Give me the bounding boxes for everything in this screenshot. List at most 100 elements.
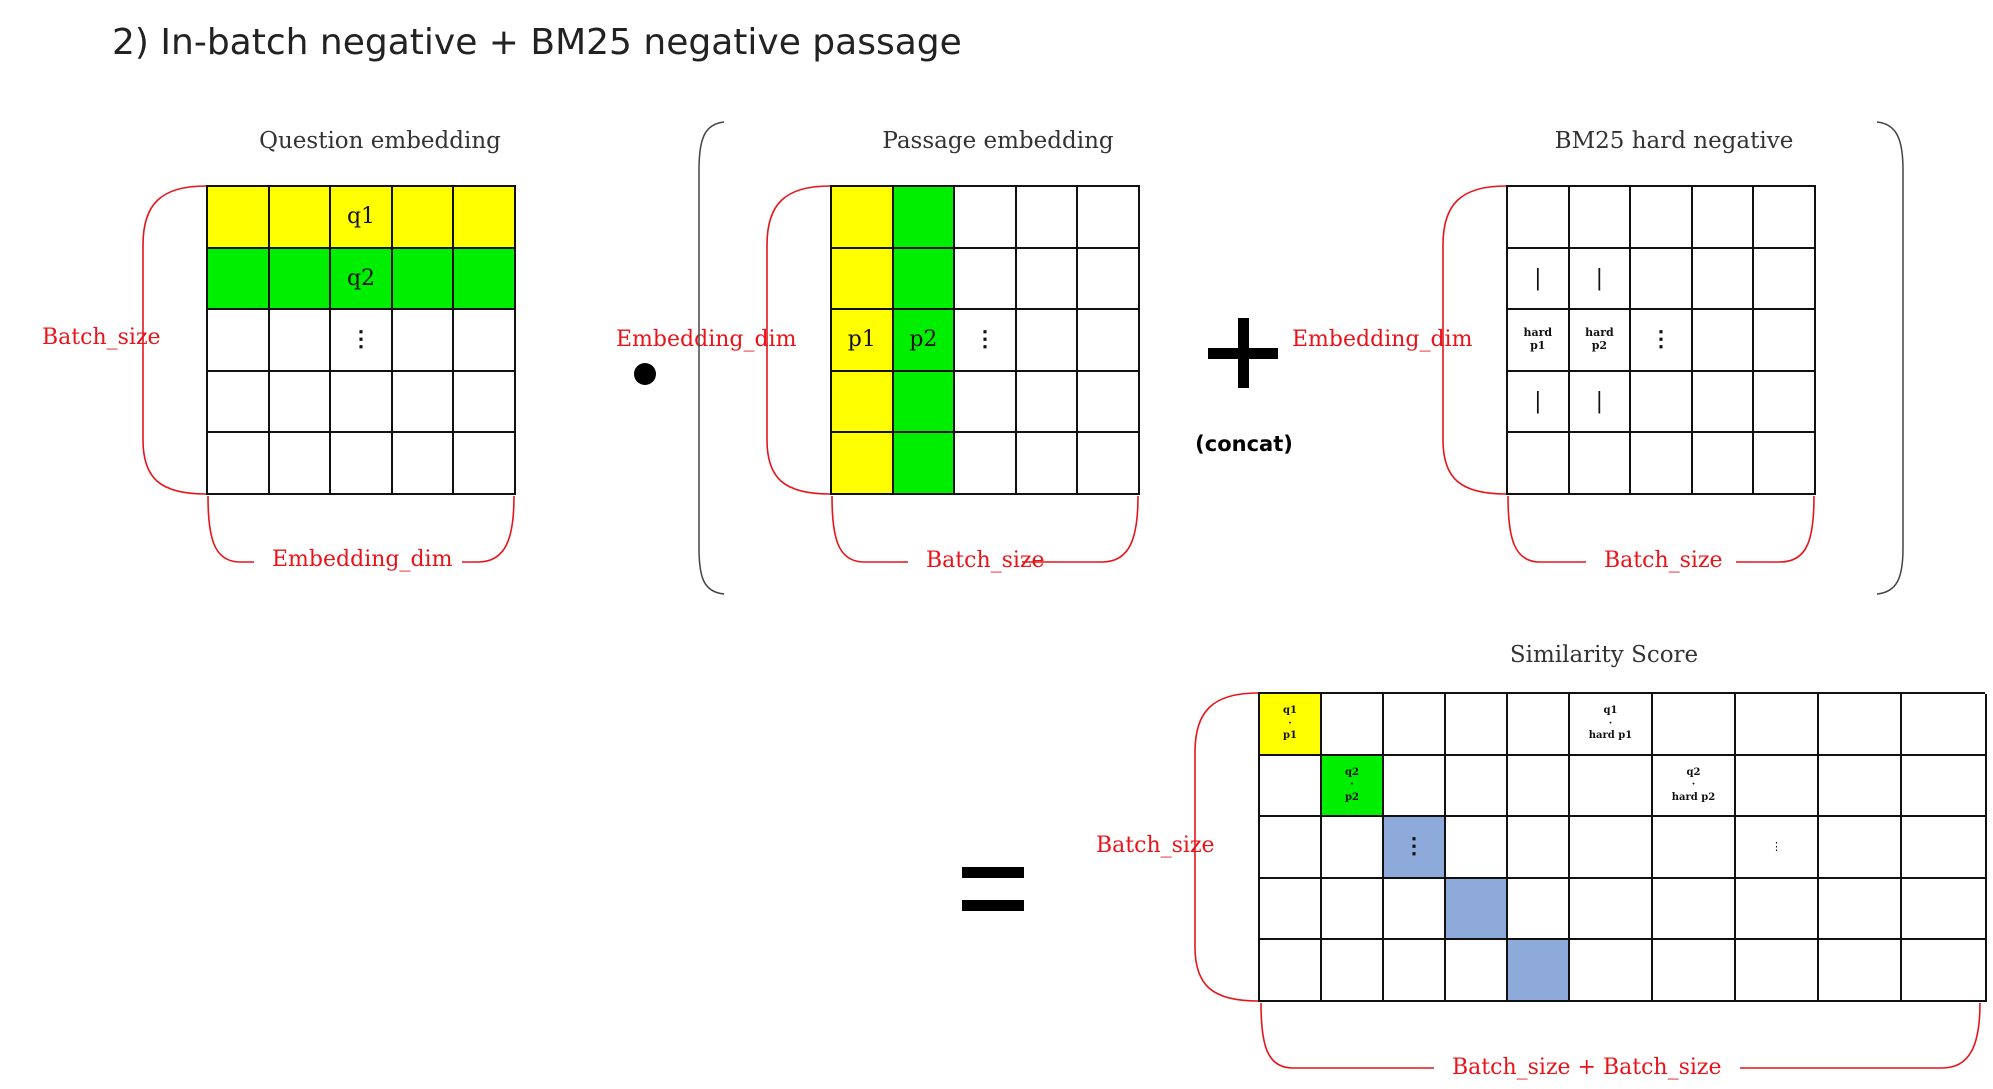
score-cell (1446, 817, 1508, 879)
matrix-cell (1569, 433, 1632, 495)
score-cell (1902, 817, 1987, 879)
ellipsis-vertical: ⋮ (1631, 310, 1693, 372)
score-cell (1508, 694, 1570, 756)
score-cell (1508, 878, 1570, 941)
score-cell (1570, 817, 1653, 879)
p1-cell (832, 433, 894, 495)
left-parenthesis (698, 121, 725, 595)
score-cell (1446, 755, 1508, 818)
question-embedding-matrix: q1 q2 ⋮ (206, 185, 516, 495)
score-cell (1819, 878, 1902, 941)
matrix-cell (1078, 248, 1140, 311)
matrix-cell (392, 433, 455, 495)
p2-cell (893, 187, 956, 249)
score-cell (1322, 878, 1384, 941)
score-cell (1819, 755, 1902, 818)
vector-bar: | (1508, 248, 1570, 311)
p2-cell (893, 371, 956, 434)
vector-bar: | (1569, 371, 1632, 434)
score-cell (1322, 694, 1384, 756)
score-cell (1322, 817, 1384, 879)
matrix-cell (208, 433, 270, 495)
matrix-cell (454, 310, 516, 372)
matrix-cell (1078, 433, 1140, 495)
score-cell (1508, 755, 1570, 818)
matrix-cell (1692, 371, 1755, 434)
score-q1-hard-p1: q1 · hard p1 (1570, 694, 1653, 756)
score-cell (1446, 694, 1508, 756)
matrix-cell (269, 371, 332, 434)
matrix-cell (1631, 187, 1693, 249)
score-cell (1384, 940, 1446, 1002)
score-diagonal-cell (1508, 940, 1570, 1002)
matrix-cell (269, 310, 332, 372)
matrix-cell (1508, 433, 1570, 495)
matrix-cell (955, 433, 1017, 495)
ellipsis-vertical: ⋮ (331, 310, 393, 372)
score-cell (1902, 940, 1987, 1002)
matrix-cell (392, 310, 455, 372)
score-cell (1736, 878, 1819, 941)
matrix-cell (208, 371, 270, 434)
matrix-cell (331, 433, 393, 495)
score-q1-p1: q1 · p1 (1260, 694, 1322, 756)
p2-cell (893, 248, 956, 311)
page-title: 2) In-batch negative + BM25 negative pas… (112, 22, 962, 63)
hard-p1-label: hard p1 (1508, 310, 1570, 372)
q2-cell (269, 248, 332, 311)
hard-left-brace (1442, 185, 1507, 495)
matrix-cell (1016, 371, 1079, 434)
score-cell (1260, 755, 1322, 818)
p1-cell (832, 248, 894, 311)
q1-cell (392, 187, 455, 249)
p2-label: p2 (893, 310, 956, 372)
score-cell (1736, 940, 1819, 1002)
matrix-cell (1754, 371, 1816, 434)
q2-label: q2 (331, 248, 393, 311)
matrix-cell (1692, 248, 1755, 311)
score-cell (1902, 694, 1987, 756)
passage-left-brace (766, 185, 831, 495)
score-cell (1570, 755, 1653, 818)
matrix-cell (1754, 187, 1816, 249)
p1-cell (832, 371, 894, 434)
similarity-score-matrix: q1 · p1 q1 · hard p1 q2 · p2 q2 · hard p… (1258, 692, 1987, 1002)
matrix-cell (1016, 248, 1079, 311)
score-cell (1384, 755, 1446, 818)
q1-cell (454, 187, 516, 249)
matrix-cell (1016, 187, 1079, 249)
q2-cell (392, 248, 455, 311)
score-cell (1902, 878, 1987, 941)
matrix-cell (1692, 433, 1755, 495)
score-cell (1819, 694, 1902, 756)
q1-cell (208, 187, 270, 249)
matrix-cell (1631, 433, 1693, 495)
score-cell (1260, 940, 1322, 1002)
p1-label: p1 (832, 310, 894, 372)
score-cell (1736, 755, 1819, 818)
matrix-cell (1569, 187, 1632, 249)
matrix-cell (955, 371, 1017, 434)
matrix-cell (269, 433, 332, 495)
passage-bottom-brace (831, 495, 1139, 563)
ellipsis-vertical: ⋮ (955, 310, 1017, 372)
matrix-cell (392, 371, 455, 434)
equals-operator (962, 867, 1024, 911)
bm25-hard-negative-matrix: | | hard p1 hard p2 ⋮ | | (1506, 185, 1816, 495)
concat-label: (concat) (1195, 432, 1293, 456)
score-cell (1570, 878, 1653, 941)
matrix-cell (208, 310, 270, 372)
score-cell (1322, 940, 1384, 1002)
passage-batch-size-label: Batch_size (926, 548, 1045, 573)
q1-cell (269, 187, 332, 249)
score-cell (1653, 940, 1736, 1002)
score-cell (1384, 694, 1446, 756)
similarity-score-title: Similarity Score (1509, 642, 1699, 668)
question-embedding-dim-label: Embedding_dim (272, 547, 453, 572)
score-cell (1653, 694, 1736, 756)
score-hard-ellipsis: ⋮ (1736, 817, 1819, 879)
matrix-cell (1631, 248, 1693, 311)
matrix-cell (1631, 371, 1693, 434)
matrix-cell (454, 433, 516, 495)
